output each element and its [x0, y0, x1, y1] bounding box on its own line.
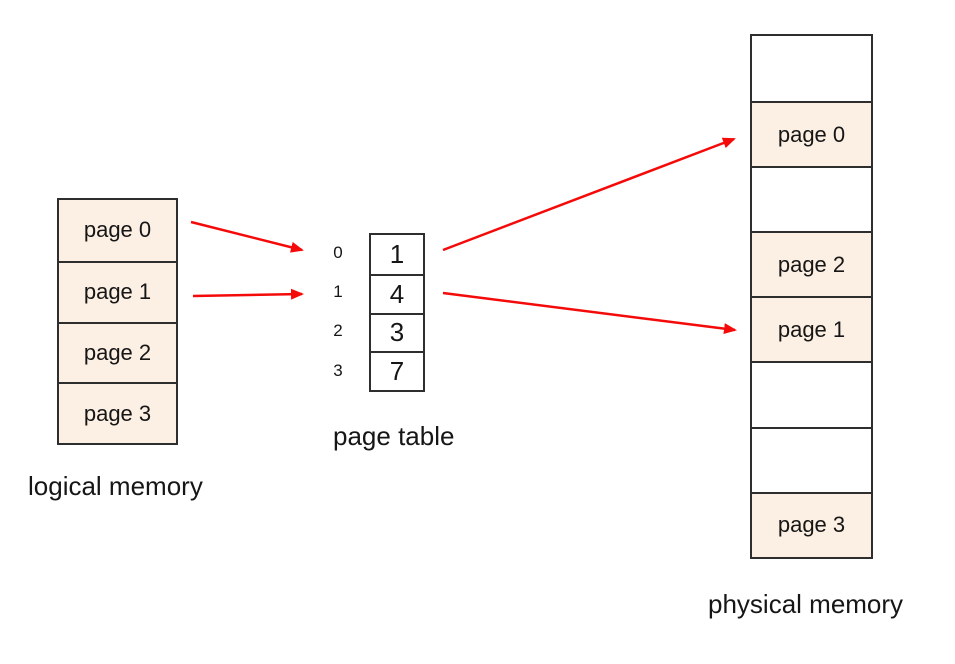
physical-frame-cell: page 2 [752, 231, 871, 297]
page-table-index: 1 [333, 281, 343, 301]
page-table-label: page table [333, 421, 455, 451]
physical-frame-cell [752, 361, 871, 427]
arrow-pt-entry1-to-frame4 [442, 291, 737, 335]
logical-memory-label: logical memory [28, 471, 203, 501]
physical-memory-label: physical memory [708, 589, 904, 619]
physical-frame-cell: page 0 [752, 101, 871, 167]
page-table-entry: 4 [371, 273, 423, 313]
physical-memory-stack: page 0 page 2 page 1 page 3 [750, 34, 873, 559]
arrow-pt-entry0-to-frame1 [442, 137, 736, 252]
page-table-entry: 3 [371, 312, 423, 352]
arrow-logical-page0-to-pt-entry0 [190, 220, 304, 253]
page-table-index: 3 [333, 360, 343, 380]
logical-page-cell: page 2 [59, 321, 176, 383]
logical-page-cell: page 1 [59, 260, 176, 322]
page-table-value: 3 [389, 317, 405, 348]
physical-frame-cell [752, 426, 871, 492]
page-table-value: 1 [389, 238, 405, 269]
page-label: page 3 [83, 400, 152, 426]
frame-label: page 1 [777, 316, 846, 342]
logical-page-cell: page 0 [59, 200, 176, 261]
page-table-indices: 0 1 2 3 [324, 233, 352, 390]
page-table-value: 4 [389, 278, 405, 309]
physical-frame-cell: page 1 [752, 296, 871, 362]
physical-frame-cell [752, 36, 871, 102]
page-label: page 1 [83, 279, 152, 305]
physical-frame-cell [752, 166, 871, 232]
logical-page-cell: page 3 [59, 382, 176, 443]
page-table-entry: 1 [371, 235, 423, 274]
frame-label: page 0 [777, 121, 846, 147]
page-table-entry: 7 [371, 351, 423, 390]
frame-label: page 2 [777, 251, 846, 277]
page-table-index: 2 [333, 321, 343, 341]
physical-frame-cell: page 3 [752, 491, 871, 557]
page-table-index: 0 [333, 242, 343, 262]
logical-memory-stack: page 0 page 1 page 2 page 3 [57, 198, 178, 445]
page-label: page 0 [83, 217, 152, 243]
page-table-value: 7 [389, 356, 405, 387]
arrow-logical-page1-to-pt-entry1 [192, 288, 304, 300]
frame-label: page 3 [777, 512, 846, 538]
page-label: page 2 [83, 339, 152, 365]
page-table-stack: 1 4 3 7 [369, 233, 425, 392]
